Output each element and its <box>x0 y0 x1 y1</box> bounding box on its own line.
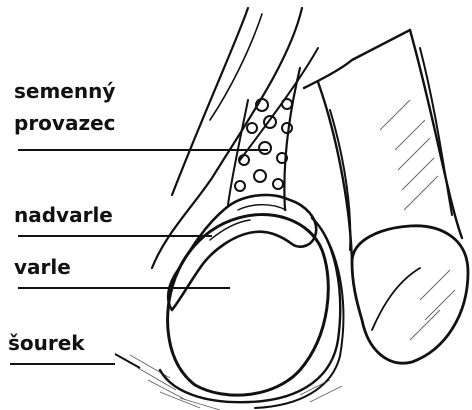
label-testis-text: varle <box>14 255 71 279</box>
label-scrotum-text: šourek <box>8 331 85 355</box>
label-spermatic-cord-line2: provazec <box>14 111 116 135</box>
label-spermatic-cord: semenný provazec <box>14 79 268 150</box>
skin-outline <box>152 8 318 268</box>
label-epididymis-text: nadvarle <box>14 203 113 227</box>
penis-shape <box>304 30 468 363</box>
spermatic-cord <box>228 68 300 210</box>
label-scrotum: šourek <box>8 331 140 368</box>
leader-scrotum-tick <box>115 354 140 368</box>
label-spermatic-cord-line1: semenný <box>14 79 115 103</box>
penis-shading <box>380 100 455 340</box>
testis-shape <box>168 215 329 396</box>
